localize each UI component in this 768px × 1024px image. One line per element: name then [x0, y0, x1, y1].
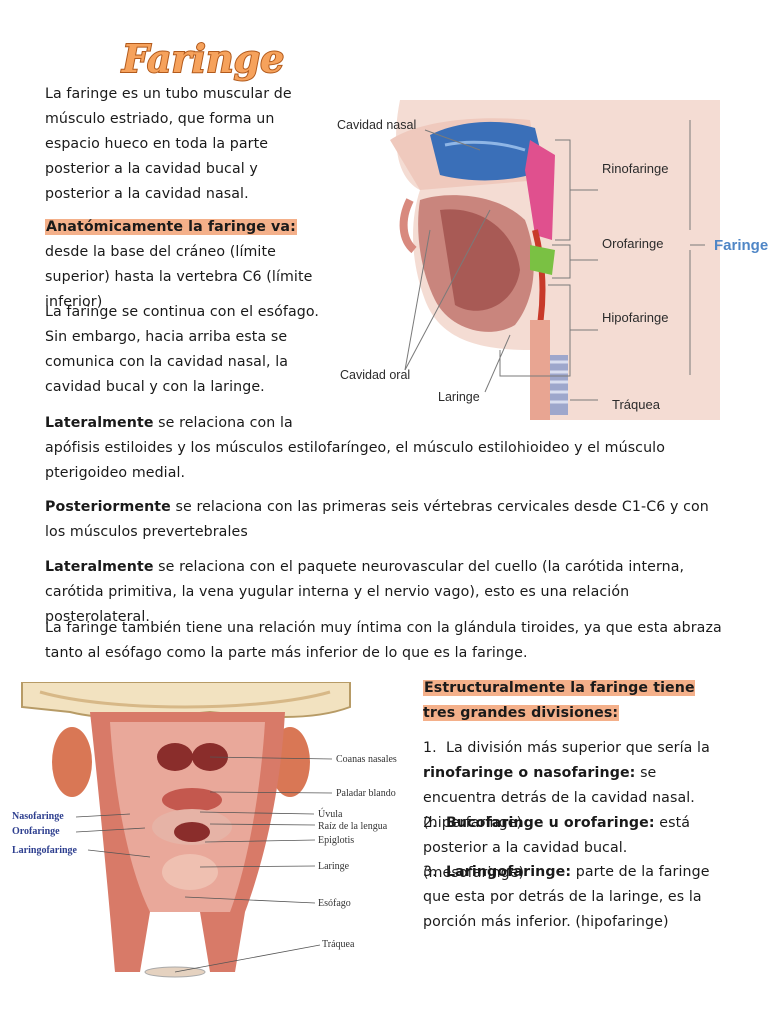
division-3-bold: Laringofaringe: [445, 864, 572, 880]
label-rinofaringe: Rinofaringe [602, 161, 669, 176]
division-2-pre [437, 815, 446, 831]
lateral1-text-b: apófisis estiloides y los músculos estil… [45, 440, 665, 481]
continuation-paragraph: La faringe se continua con el esófago. S… [45, 304, 319, 395]
label-traquea-2: Tráquea [322, 939, 355, 950]
posterior-paragraph: Posteriormente se relaciona con las prim… [45, 495, 725, 545]
lateral1-text-a: se relaciona con la [153, 415, 293, 431]
lateral2-text: se relaciona con el paquete neurovascula… [45, 559, 685, 625]
division-2-text: está posterior a la cavidad bucal. (meso… [423, 815, 691, 881]
label-faringe-main: Faringe [714, 237, 768, 254]
division-2-bold: Bucofaringe u orofaringe: [445, 815, 655, 831]
division-3-text: parte de la faringe que esta por detrás … [423, 864, 710, 930]
posterior-label: Posteriormente [45, 499, 171, 515]
pharynx-posterior-figure [10, 681, 415, 982]
posterior-illustration [21, 681, 351, 978]
division-item-3: 3. Laringofaringe: parte de la faringe q… [423, 860, 733, 935]
label-orofaringe: Orofaringe [602, 236, 664, 251]
label-coanas-nasales: Coanas nasales [336, 754, 397, 765]
lateral1-label: Lateralmente [45, 415, 154, 431]
lateral2-paragraph: Lateralmente se relaciona con el paquete… [45, 555, 735, 630]
division-3-num: 3. [423, 864, 437, 880]
label-uvula: Úvula [318, 809, 343, 820]
page-title: Faringe [118, 30, 285, 84]
anatomic-label: Anatómicamente la faringe va: [45, 219, 297, 235]
posterior-text: se relaciona con las primeras seis vérte… [45, 499, 709, 540]
title-text: Faringe [121, 36, 284, 81]
anatomic-paragraph: Anatómicamente la faringe va: desde la b… [45, 215, 325, 315]
division-2-num: 2. [423, 815, 437, 831]
division-item-1: 1. La división más superior que sería la… [423, 736, 733, 836]
label-nasofaringe: Nasofaringe [12, 811, 64, 822]
label-laringe: Laringe [438, 390, 480, 404]
divisions-heading-wrap: Estructuralmente la faringe tiene tres g… [423, 676, 713, 726]
division-1-pre: La división más superior que sería la [436, 740, 715, 756]
label-cavidad-oral: Cavidad oral [340, 368, 411, 382]
sagittal-illustration [390, 100, 720, 421]
division-3-pre [437, 864, 446, 880]
pharynx-sagittal-figure [330, 100, 768, 421]
label-laringofaringe: Laringofaringe [12, 845, 77, 856]
anatomic-text: desde la base del cráneo (límite superio… [45, 244, 313, 310]
label-cavidad-nasal: Cavidad nasal [337, 118, 417, 132]
label-orofaringe-2: Orofaringe [12, 826, 60, 837]
label-esofago: Esófago [318, 898, 351, 909]
division-item-2: 2. Bucofaringe u orofaringe: está poster… [423, 811, 733, 886]
lateral1-paragraph: Lateralmente se relaciona con la apófisis… [45, 411, 735, 486]
label-epiglotis: Epiglotis [318, 835, 355, 846]
label-hipofaringe: Hipofaringe [602, 310, 669, 325]
thyroid-paragraph: La faringe también tiene una relación mu… [45, 620, 722, 661]
label-traquea: Tráquea [612, 397, 660, 412]
label-laringe-2: Laringe [318, 861, 350, 872]
division-1-bold: rinofaringe o nasofaringe: [423, 765, 636, 781]
division-1-text: se encuentra detrás de la cavidad nasal.… [423, 765, 695, 831]
divisions-heading: Estructuralmente la faringe tiene tres g… [423, 680, 695, 721]
label-paladar-blando: Paladar blando [336, 788, 396, 799]
intro-paragraph: La faringe es un tubo muscular de múscul… [45, 86, 292, 202]
label-raiz-lengua: Raíz de la lengua [318, 821, 388, 832]
lateral2-label: Lateralmente [45, 559, 154, 575]
division-1-num: 1. [423, 740, 437, 756]
